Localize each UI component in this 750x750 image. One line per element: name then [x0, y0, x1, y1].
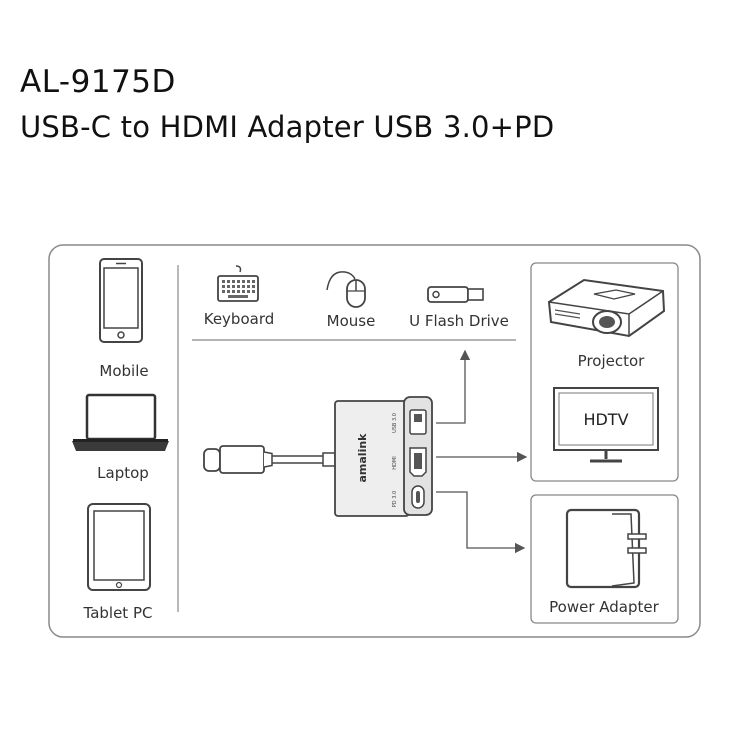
adapter-hub — [334, 396, 433, 517]
flash-drive-label: U Flash Drive — [409, 312, 509, 330]
port-label-pd: PD 3.0 — [392, 491, 398, 507]
tablet-icon — [87, 503, 151, 591]
mouse-icon — [326, 271, 366, 308]
tablet-label: Tablet PC — [83, 604, 153, 622]
flash-drive-icon — [427, 286, 484, 303]
laptop-icon — [72, 393, 169, 451]
power-adapter-label: Power Adapter — [549, 598, 659, 616]
keyboard-label: Keyboard — [204, 310, 275, 328]
pd-arrow — [436, 491, 526, 554]
diagram-frame — [48, 244, 701, 638]
hdtv-label: HDTV — [583, 410, 628, 429]
display-output-box — [530, 262, 679, 482]
port-label-hdmi: HDMI — [392, 456, 398, 469]
mobile-icon — [99, 258, 143, 343]
projector-label: Projector — [578, 352, 645, 370]
usb-c-cable — [203, 445, 336, 474]
usb-arrow — [436, 349, 471, 424]
projector-icon — [547, 278, 666, 338]
laptop-label: Laptop — [97, 464, 149, 482]
power-output-box — [530, 494, 679, 624]
mouse-label: Mouse — [327, 312, 376, 330]
power-adapter-icon — [565, 508, 647, 589]
keyboard-icon — [217, 265, 259, 302]
port-label-usb: USB 3.0 — [392, 413, 398, 433]
product-subtitle: USB-C to HDMI Adapter USB 3.0+PD — [20, 110, 555, 144]
hdtv-icon — [553, 387, 659, 463]
model-title: AL-9175D — [20, 64, 176, 100]
adapter-brand: amalink — [356, 433, 369, 483]
mobile-label: Mobile — [99, 362, 148, 380]
